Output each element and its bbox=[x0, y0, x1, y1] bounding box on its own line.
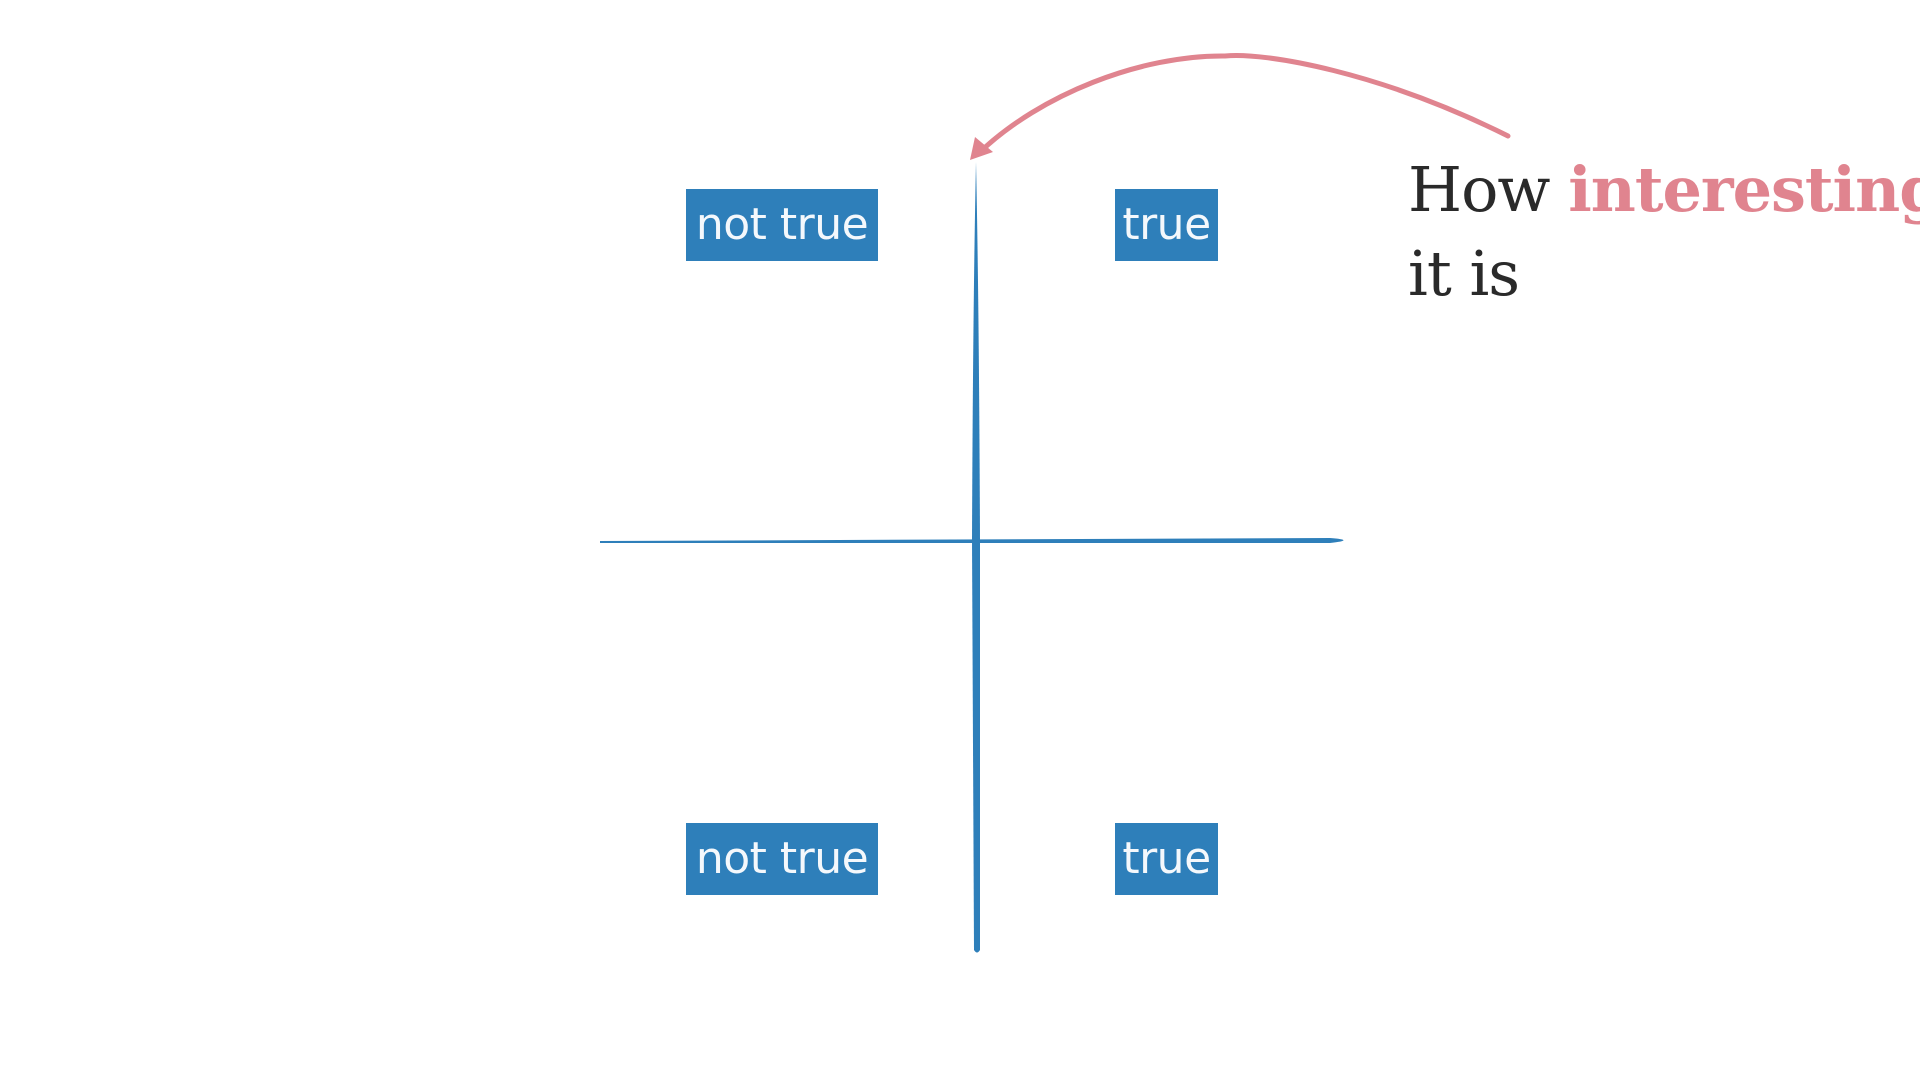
annotation-line-1: How interesting bbox=[1408, 148, 1920, 232]
arrow-head-icon bbox=[970, 137, 993, 160]
quadrant-label-bottom-right: true bbox=[1115, 823, 1218, 895]
annotation-prefix: How bbox=[1408, 153, 1550, 226]
vertical-axis bbox=[972, 162, 980, 953]
quadrant-label-top-right: true bbox=[1115, 189, 1218, 261]
horizontal-axis bbox=[600, 538, 1344, 543]
annotation-line-2: it is bbox=[1408, 237, 1520, 310]
annotation-emphasis: interesting bbox=[1568, 153, 1920, 226]
quadrant-label-bottom-left: not true bbox=[686, 823, 878, 895]
quadrant-label-top-left: not true bbox=[686, 189, 878, 261]
annotation-arrow bbox=[977, 53, 1511, 155]
annotation-text: How interesting it is bbox=[1408, 148, 1920, 316]
